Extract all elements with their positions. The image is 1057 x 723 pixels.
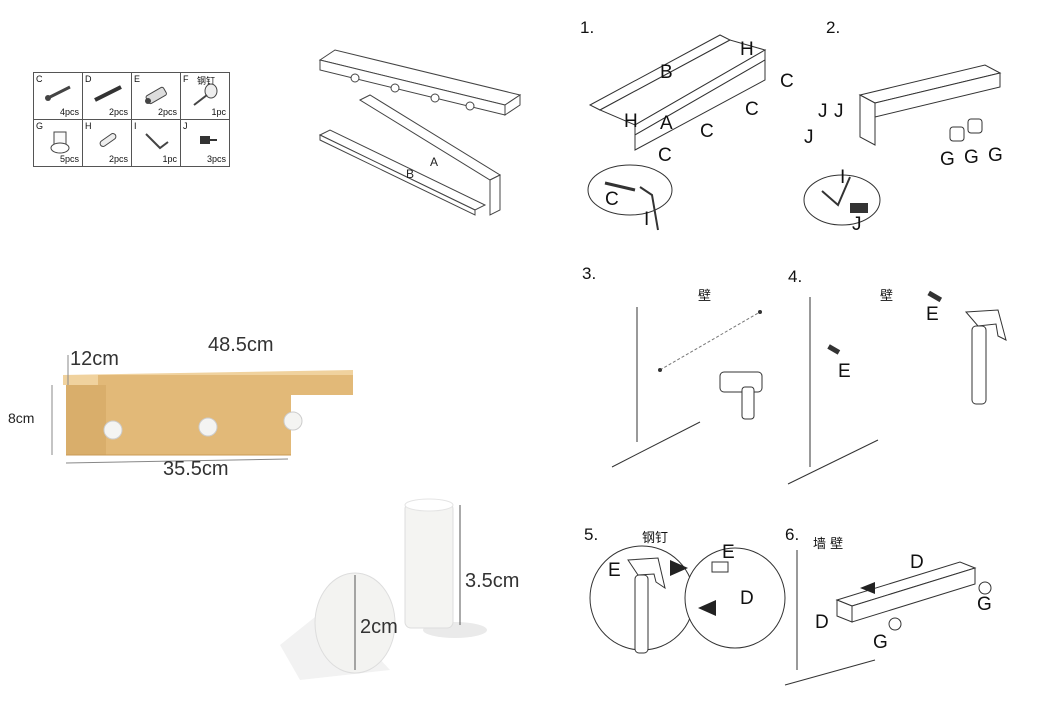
part-qty: 5pcs xyxy=(59,154,79,164)
label-h: H xyxy=(740,39,754,60)
dim-shelf-length: 48.5cm xyxy=(208,334,274,356)
part-letter: D xyxy=(85,74,92,84)
label-e: E xyxy=(926,304,939,325)
label-i: I xyxy=(644,209,649,230)
part-cell-g: G 5pcs xyxy=(33,119,83,167)
label-e: E xyxy=(722,542,735,563)
part-cell-d: D 2pcs xyxy=(82,72,132,120)
wall-anchor-icon xyxy=(145,86,167,105)
small-screw-icon xyxy=(200,136,217,144)
dim-height: 8cm xyxy=(8,410,34,426)
part-qty: 4pcs xyxy=(59,107,79,117)
label-i: I xyxy=(840,167,845,188)
part-cell-c: C 4pcs xyxy=(33,72,83,120)
dim-peg-length: 3.5cm xyxy=(465,570,519,592)
label-j: J xyxy=(834,101,844,122)
allen-key-icon xyxy=(145,133,169,150)
label-c: C xyxy=(658,145,672,166)
wall-label: 壁 xyxy=(698,289,711,304)
long-screw-icon xyxy=(94,85,122,102)
label-g: G xyxy=(940,149,955,170)
label-j: J xyxy=(852,214,862,235)
label-j: J xyxy=(818,101,828,122)
step-1-diagram: 1. B H H A C C C C C I xyxy=(580,18,794,231)
step-5-diagram: 5. 钢钉 E E D xyxy=(584,525,786,654)
part-qty: 2pcs xyxy=(108,154,128,164)
label-e: E xyxy=(608,560,621,581)
part-qty: 1pc xyxy=(162,154,177,164)
part-letter: I xyxy=(134,121,137,131)
label-c: C xyxy=(780,71,794,92)
wall-label: 壁 xyxy=(880,289,893,304)
part-cell-h: H 2pcs xyxy=(82,119,132,167)
hammer-icon xyxy=(964,309,1007,405)
dim-shelf-depth: 12cm xyxy=(70,348,119,370)
label-d: D xyxy=(815,612,829,633)
steel-nail-icon xyxy=(193,83,218,106)
label-a: A xyxy=(430,155,438,169)
step-number: 5. xyxy=(584,525,598,544)
part-letter: H xyxy=(85,121,92,131)
hammer-icon xyxy=(627,557,666,654)
wood-shelf-photo: 12cm 48.5cm 8cm 35.5cm xyxy=(8,334,353,480)
label-g: G xyxy=(964,147,979,168)
part-letter: C xyxy=(36,74,43,84)
label-c: C xyxy=(700,121,714,142)
hook-peg-icon xyxy=(50,131,70,154)
label-a: A xyxy=(660,113,673,134)
step-3-diagram: 3. 壁 xyxy=(582,264,763,468)
wall-label: 墙 壁 xyxy=(813,537,843,552)
label-j: J xyxy=(804,127,814,148)
step-number: 2. xyxy=(826,18,840,37)
peg-photo: 3.5cm 2cm xyxy=(280,498,519,680)
part-qty: 3pcs xyxy=(206,154,226,164)
part-qty: 1pc xyxy=(211,107,226,117)
part-cell-e: E 2pcs xyxy=(131,72,181,120)
drill-icon xyxy=(719,371,763,420)
part-letter: G xyxy=(36,121,44,131)
label-g: G xyxy=(977,594,992,615)
label-g: G xyxy=(873,632,888,653)
part-letter: E xyxy=(134,74,141,84)
part-cell-j: J 3pcs xyxy=(180,119,230,167)
step-number: 4. xyxy=(788,267,802,286)
label-c: C xyxy=(745,99,759,120)
label-b: B xyxy=(406,167,414,181)
label-b: B xyxy=(660,62,673,83)
parts-table: C 4pcs D 2pcs E 2pcs F 钢钉 1pc G 5pcs H xyxy=(33,72,230,167)
part-letter: J xyxy=(183,121,188,131)
step-4-diagram: 4. 壁 E E xyxy=(787,267,1007,485)
nail-label: 钢钉 xyxy=(642,531,668,546)
dim-peg-diameter: 2cm xyxy=(360,616,398,638)
screw-icon xyxy=(45,85,71,101)
label-g: G xyxy=(988,145,1003,166)
label-e: E xyxy=(838,361,851,382)
step-6-diagram: 6. 墙 壁 D D G G xyxy=(784,525,992,686)
label-c: C xyxy=(605,189,619,210)
part-letter: F xyxy=(183,74,189,84)
step-number: 1. xyxy=(580,18,594,37)
dim-board-length: 35.5cm xyxy=(163,458,229,480)
part-cell-i: I 1pc xyxy=(131,119,181,167)
part-cell-f: F 钢钉 1pc xyxy=(180,72,230,120)
label-d: D xyxy=(910,552,924,573)
part-qty: 2pcs xyxy=(108,107,128,117)
step-number: 3. xyxy=(582,264,596,283)
part-qty: 2pcs xyxy=(157,107,177,117)
label-h: H xyxy=(624,111,638,132)
step-2-diagram: 2. J J J G G G I J xyxy=(803,18,1003,235)
step-number: 6. xyxy=(785,525,799,544)
exploded-shelf-diagram: A B xyxy=(318,49,522,216)
dowel-icon xyxy=(99,133,117,147)
label-d: D xyxy=(740,588,754,609)
part-name: 钢钉 xyxy=(197,76,216,86)
